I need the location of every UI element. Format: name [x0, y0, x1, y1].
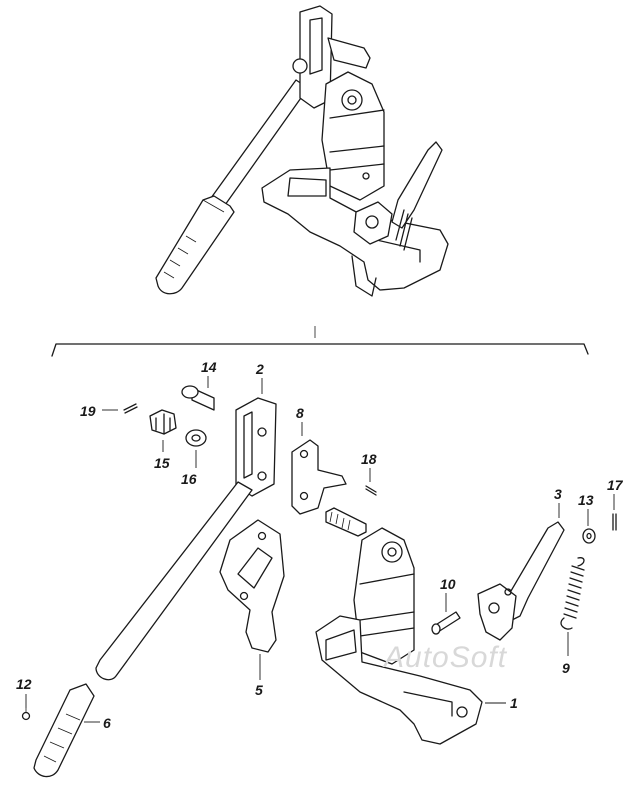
- explosion-bracket: [52, 326, 588, 356]
- callout-3: 3: [554, 486, 562, 502]
- callout-1: 1: [510, 695, 518, 711]
- part-16-washer: [186, 430, 206, 446]
- callout-labels: 14 2 19 8 15 18 16 17 3 13 10 9 12 5 1 6: [16, 359, 624, 731]
- part-17-pin: [613, 514, 616, 530]
- callout-10: 10: [440, 576, 456, 592]
- part-10-pin: [432, 612, 460, 634]
- part-3-latch: [478, 522, 564, 640]
- part-12-screw: [23, 708, 30, 720]
- callout-9: 9: [562, 660, 570, 676]
- part-5-hook: [220, 520, 284, 652]
- part-18-pin: [366, 486, 376, 495]
- callout-13: 15: [154, 455, 170, 471]
- part-8-bracket-plate: [292, 440, 346, 514]
- callout-19: 19: [80, 403, 96, 419]
- part-14-clevis-pin: [182, 386, 214, 410]
- part-6-handle-grip: [34, 684, 94, 777]
- watermark-logo: AutoSoft: [382, 641, 508, 674]
- part-1-main-body: [316, 508, 482, 744]
- callout-17: 17: [607, 477, 624, 493]
- part-2-lever-arm: [96, 398, 276, 680]
- callout-8: 8: [296, 405, 304, 421]
- callout-5: 5: [255, 682, 263, 698]
- callout-15: 13: [578, 492, 594, 508]
- callout-16: 16: [181, 471, 197, 487]
- callout-14: 14: [201, 359, 217, 375]
- part-15-washer: [583, 529, 595, 543]
- callout-12: 12: [16, 676, 32, 692]
- part-13-castle-nut: [150, 410, 176, 434]
- callout-2: 2: [255, 361, 264, 377]
- callout-6: 6: [103, 715, 111, 731]
- callout-18: 18: [361, 451, 377, 467]
- assembled-lever-mechanism: [156, 6, 448, 296]
- part-9-spring: [561, 558, 584, 629]
- part-19-split-pin: [124, 404, 137, 413]
